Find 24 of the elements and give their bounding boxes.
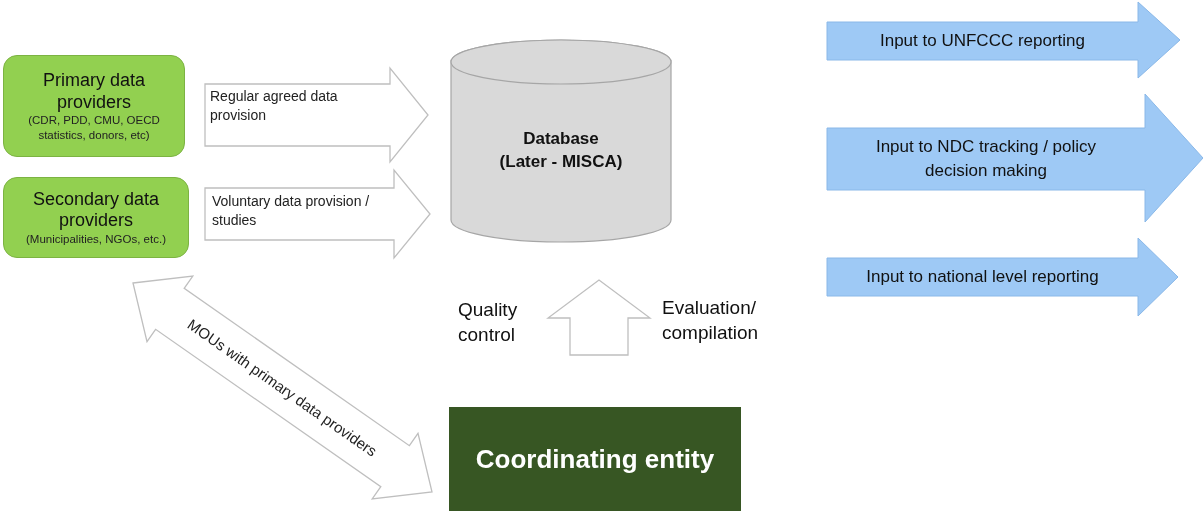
block-arrow xyxy=(132,275,433,500)
node-text: Database xyxy=(522,128,600,150)
block-arrow xyxy=(546,279,652,356)
node-note: (Municipalities, NGOs, etc.) xyxy=(25,231,167,247)
node-text: Input to UNFCCC reporting xyxy=(879,30,1086,53)
node-text: Input to NDC tracking / policy decision making xyxy=(874,136,1098,182)
edge-label: Voluntary data provision / studies xyxy=(212,192,371,230)
edge-label: Regular agreed data provision xyxy=(210,87,339,125)
annotation-text: Evaluation/ compilation xyxy=(662,296,760,345)
entity-box xyxy=(449,407,741,511)
node-text: (Later - MISCA) xyxy=(498,150,624,173)
node-text: Input to national level reporting xyxy=(865,266,1100,289)
node-note: (CDR, PDD, CMU, OECD statistics, donors, etc) xyxy=(27,113,161,142)
node-title: Primary data providers xyxy=(41,70,146,114)
block-arrow xyxy=(204,168,431,260)
annotation-text: Quality control xyxy=(458,298,519,347)
output-banner xyxy=(827,238,1178,316)
node-title: Coordinating entity xyxy=(475,443,715,475)
output-banner xyxy=(827,2,1180,78)
provider-box xyxy=(3,177,189,258)
node-title: Secondary data providers xyxy=(31,188,161,232)
output-banner xyxy=(827,94,1203,222)
provider-box xyxy=(3,55,185,157)
block-arrow xyxy=(204,66,429,164)
